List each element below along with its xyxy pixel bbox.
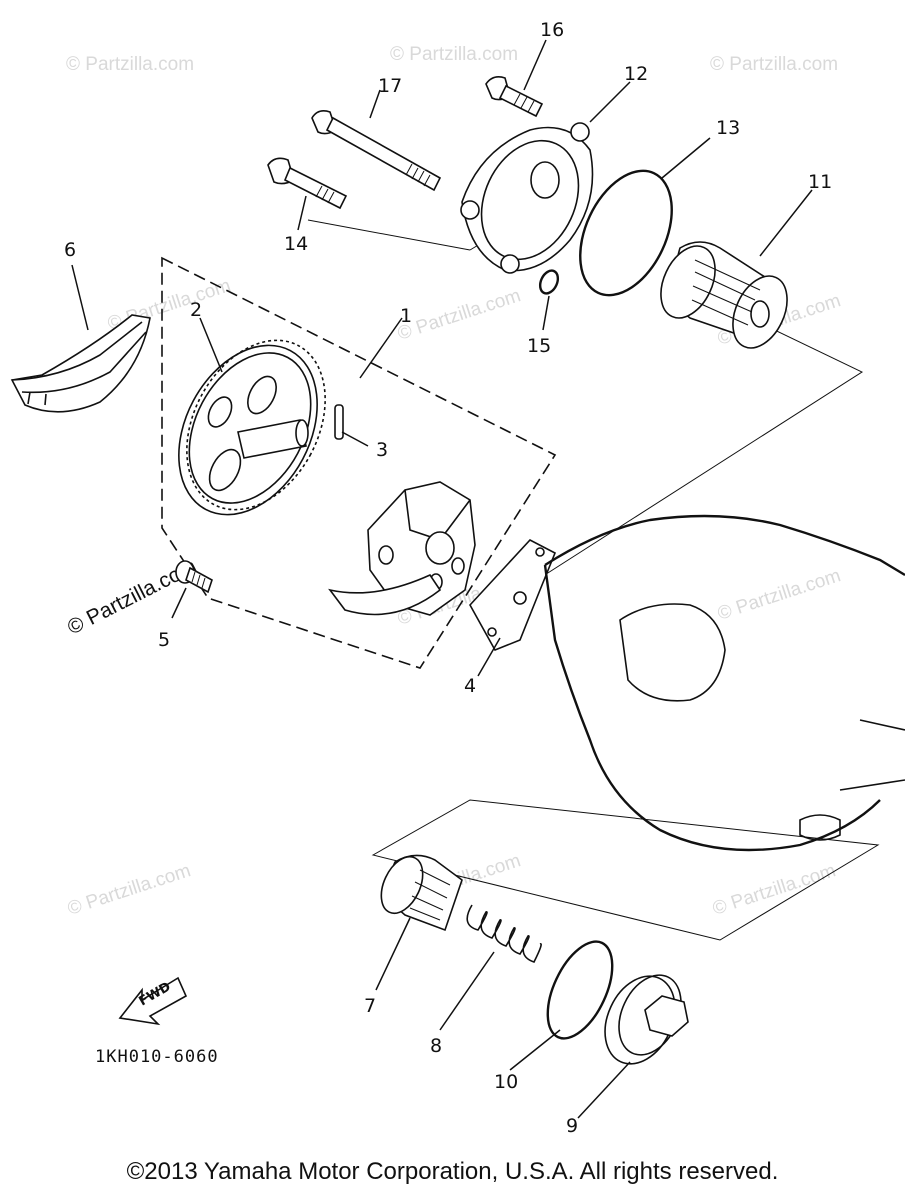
assembly-outline xyxy=(161,256,557,669)
callout-14: 14 xyxy=(284,233,308,255)
o-ring-large xyxy=(579,169,673,297)
crankcase xyxy=(543,514,905,852)
callout-13: 13 xyxy=(716,117,740,139)
fwd-arrow-icon: FWD xyxy=(118,976,188,1026)
reference-line xyxy=(371,799,880,941)
strainer xyxy=(380,854,463,932)
callout-17: 17 xyxy=(378,75,402,97)
callout-8: 8 xyxy=(430,1035,442,1057)
callout-11: 11 xyxy=(808,171,832,193)
watermark: © Partzilla.com xyxy=(390,44,518,65)
diagram-code: 1KH010-6060 xyxy=(95,1047,219,1067)
o-ring-plug xyxy=(546,940,614,1040)
callout-16: 16 xyxy=(540,19,564,41)
long-bolt xyxy=(311,110,442,192)
callout-12: 12 xyxy=(624,63,648,85)
pin xyxy=(334,404,344,440)
watermark: © Partzilla.com xyxy=(710,860,838,920)
gasket xyxy=(469,539,557,652)
callout-1: 1 xyxy=(400,305,412,327)
callouts: 1 2 3 4 5 6 7 8 9 10 11 12 13 14 15 16 1… xyxy=(64,19,832,1137)
callout-9: 9 xyxy=(566,1115,578,1137)
watermark: © Partzilla.com xyxy=(710,54,838,75)
drain-plug xyxy=(604,974,689,1065)
callout-2: 2 xyxy=(190,299,202,321)
callout-4: 4 xyxy=(464,675,476,697)
callout-6: 6 xyxy=(64,239,76,261)
callout-15: 15 xyxy=(527,335,551,357)
callout-7: 7 xyxy=(364,995,376,1017)
oil-pump-gear xyxy=(178,339,326,516)
spring xyxy=(466,904,542,963)
watermark: © Partzilla.com xyxy=(65,860,193,920)
watermark: © Partzilla.com xyxy=(66,54,194,75)
copyright-notice: ©2013 Yamaha Motor Corporation, U.S.A. A… xyxy=(126,1158,779,1185)
leader-lines xyxy=(71,39,813,1119)
watermark: © Partzilla.com xyxy=(715,565,843,625)
o-ring-small xyxy=(538,269,560,295)
oil-filter xyxy=(660,241,788,349)
watermark: © Partzilla.com xyxy=(395,285,523,345)
callout-10: 10 xyxy=(494,1071,518,1093)
short-bolt xyxy=(267,157,348,210)
filter-cover xyxy=(460,122,594,274)
screw xyxy=(175,560,213,594)
pump-body xyxy=(328,481,476,616)
guide-plate xyxy=(10,314,151,413)
cover-bolt xyxy=(485,76,544,118)
callout-5: 5 xyxy=(158,629,170,651)
callout-3: 3 xyxy=(376,439,388,461)
watermark-layer: © Partzilla.com © Partzilla.com © Partzi… xyxy=(64,44,843,920)
